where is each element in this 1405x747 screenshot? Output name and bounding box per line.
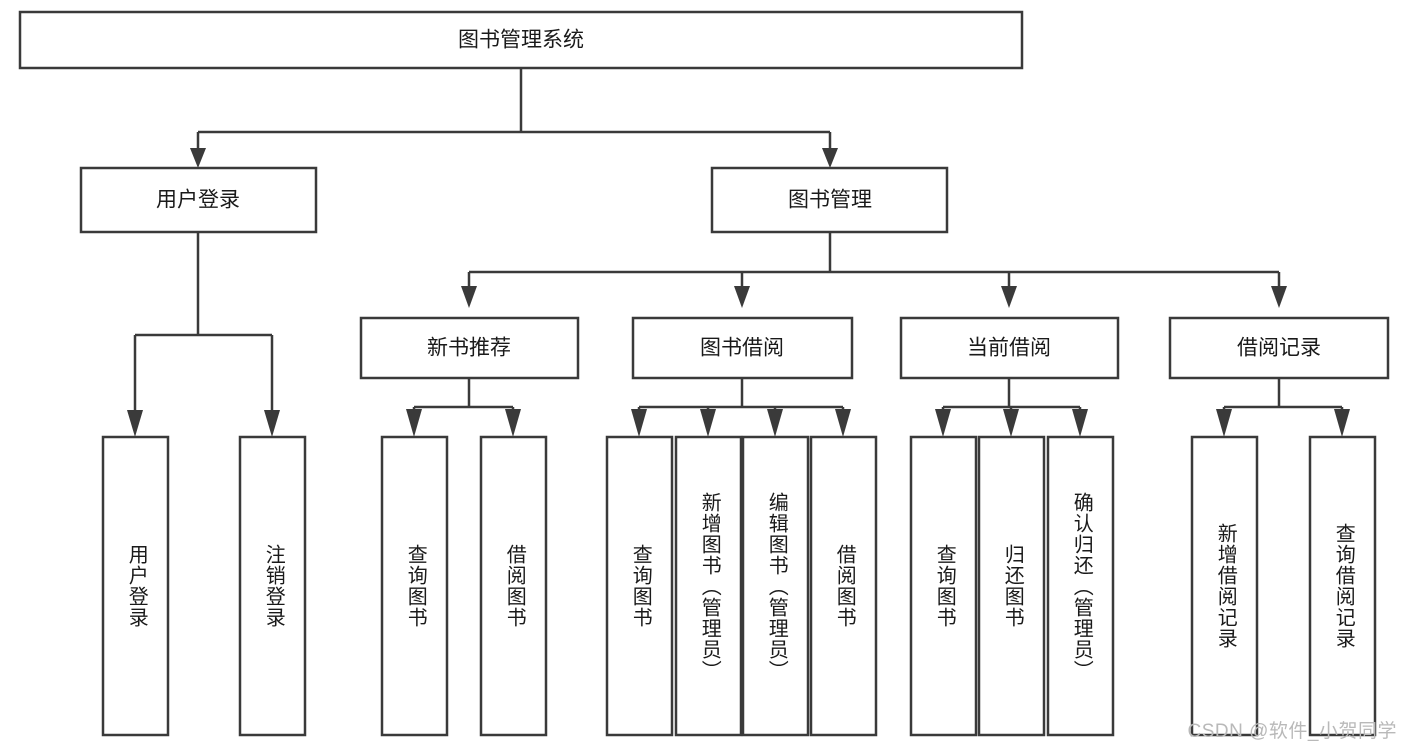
node-current-borrow-label: 当前借阅: [967, 337, 1051, 360]
node-book-borrow[interactable]: 图书借阅: [631, 316, 854, 380]
node-book-management-label: 图书管理: [788, 189, 872, 212]
node-root-system[interactable]: 图书管理系统: [18, 10, 1024, 70]
leaf-new-book-2[interactable]: 借阅图书: [479, 435, 548, 737]
leaf-current-borrow-3[interactable]: 确认归还（管理员）: [1046, 435, 1115, 737]
leaf-label: 查询图书: [404, 544, 427, 628]
leaf-label: 新增借阅记录: [1214, 523, 1237, 649]
leaf-book-borrow-2[interactable]: 新增图书（管理员）: [674, 435, 743, 737]
leaf-label: 编辑图书（管理员）: [765, 491, 788, 681]
leaf-label: 注销登录: [262, 544, 285, 628]
leaf-user-login-2[interactable]: 注销登录: [238, 435, 307, 737]
leaf-current-borrow-2[interactable]: 归还图书: [977, 435, 1046, 737]
node-new-book-recommend-label: 新书推荐: [427, 337, 511, 360]
leaf-new-book-1[interactable]: 查询图书: [380, 435, 449, 737]
connector-userlogin-to-leaves: [127, 232, 280, 437]
node-borrow-record-label: 借阅记录: [1237, 337, 1321, 360]
leaf-label: 确认归还（管理员）: [1070, 491, 1093, 681]
connector-borrowrecord-to-leaves: [1216, 378, 1350, 437]
leaf-label: 查询借阅记录: [1332, 523, 1355, 649]
leaf-label: 查询图书: [629, 544, 652, 628]
node-user-login[interactable]: 用户登录: [79, 166, 318, 234]
leaf-label: 借阅图书: [503, 544, 526, 628]
leaf-current-borrow-1[interactable]: 查询图书: [909, 435, 978, 737]
leaf-borrow-record-1[interactable]: 新增借阅记录: [1190, 435, 1259, 737]
node-current-borrow[interactable]: 当前借阅: [899, 316, 1120, 380]
connector-newbook-to-leaves: [406, 378, 521, 437]
node-user-login-label: 用户登录: [156, 189, 240, 212]
leaf-label: 新增图书（管理员）: [698, 491, 721, 681]
leaf-borrow-record-2[interactable]: 查询借阅记录: [1308, 435, 1377, 737]
connector-root-to-level2: [190, 68, 838, 168]
leaf-book-borrow-1[interactable]: 查询图书: [605, 435, 674, 737]
leaf-book-borrow-3[interactable]: 编辑图书（管理员）: [741, 435, 810, 737]
connector-currentborrow-to-leaves: [935, 378, 1088, 437]
leaf-user-login-1[interactable]: 用户登录: [101, 435, 170, 737]
node-root-label: 图书管理系统: [458, 29, 584, 52]
node-new-book-recommend[interactable]: 新书推荐: [359, 316, 580, 380]
node-book-management[interactable]: 图书管理: [710, 166, 949, 234]
leaf-book-borrow-4[interactable]: 借阅图书: [809, 435, 878, 737]
connector-bookborrow-to-leaves: [631, 378, 851, 437]
leaf-label: 用户登录: [125, 544, 148, 628]
node-book-borrow-label: 图书借阅: [700, 337, 784, 360]
node-borrow-record[interactable]: 借阅记录: [1168, 316, 1390, 380]
connector-bookmgmt-to-level3: [461, 232, 1287, 308]
leaf-label: 查询图书: [933, 544, 956, 628]
watermark-text: CSDN @软件_小贺同学: [1187, 721, 1397, 742]
leaf-label: 归还图书: [1001, 544, 1024, 628]
leaf-label: 借阅图书: [833, 544, 856, 628]
